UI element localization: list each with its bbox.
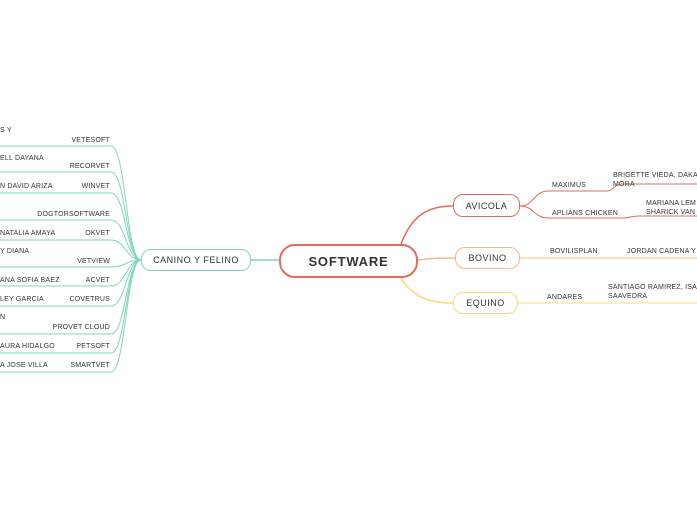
detail-bovilisplan[interactable]: JORDAN CADENA Y xyxy=(627,248,696,255)
detail-aplians-line1[interactable]: MARIANA LEM xyxy=(646,200,697,207)
author-okvet[interactable]: NATALIA AMAYA xyxy=(0,230,56,237)
author-vetesoft[interactable]: S Y xyxy=(0,127,12,134)
subtopic-covetrus[interactable]: COVETRUS xyxy=(69,296,110,303)
subtopic-andares[interactable]: ANDARES xyxy=(547,294,583,301)
topic-equino[interactable]: EQUINO xyxy=(453,292,518,314)
subtopic-winvet[interactable]: WINVET xyxy=(81,183,110,190)
root-topic[interactable]: SOFTWARE xyxy=(279,244,418,278)
author-acvet[interactable]: ANA SOFIA BAEZ xyxy=(0,277,60,284)
detail-andares-line2[interactable]: SAAVEDRA xyxy=(608,293,648,300)
detail-aplians-line2[interactable]: SHARICK VAN xyxy=(646,209,696,216)
connector-aplians xyxy=(519,205,697,219)
subtopic-okvet[interactable]: OKVET xyxy=(85,230,110,237)
topic-avicola[interactable]: AVICOLA xyxy=(453,194,520,217)
subtopic-petsoft[interactable]: PETSOFT xyxy=(76,343,110,350)
topic-canino-felino[interactable]: CANINO Y FELINO xyxy=(141,249,251,271)
author-vetview[interactable]: Y DIANA xyxy=(0,248,30,255)
topic-bovino[interactable]: BOVINO xyxy=(455,247,520,269)
connector-bovino xyxy=(417,257,456,261)
detail-andares-line1[interactable]: SANTIAGO RAMIREZ, ISA xyxy=(608,284,697,291)
connector-avicola xyxy=(400,205,454,245)
connector-maximus xyxy=(519,183,697,207)
author-smartvet[interactable]: A JOSE VILLA xyxy=(0,362,48,369)
subtopic-vetview[interactable]: VETVIEW xyxy=(77,258,110,265)
subtopic-smartvet[interactable]: SMARTVET xyxy=(70,362,110,369)
subtopic-vetesoft[interactable]: VETESOFT xyxy=(71,137,110,144)
subtopic-bovilisplan[interactable]: BOVILISPLAN xyxy=(550,248,598,255)
author-recorvet[interactable]: ELL DAYANA xyxy=(0,155,44,162)
connector-equino xyxy=(400,277,454,304)
subtopic-recorvet[interactable]: RECORVET xyxy=(69,163,110,170)
detail-maximus-line1[interactable]: BRIGETTE VIEDA, DAKA xyxy=(613,172,697,179)
subtopic-dogtorsoftware[interactable]: DOGTORSOFTWARE xyxy=(37,211,110,218)
author-petsoft[interactable]: AURA HIDALGO xyxy=(0,343,55,350)
author-provet-cloud[interactable]: N xyxy=(0,314,6,321)
author-winvet[interactable]: N DAVID ARIZA xyxy=(0,183,53,190)
subtopic-acvet[interactable]: ACVET xyxy=(85,277,110,284)
subtopic-provet-cloud[interactable]: PROVET CLOUD xyxy=(52,324,110,331)
subtopic-aplians-chicken[interactable]: APLIANS CHICKEN xyxy=(552,210,619,217)
detail-maximus-line2[interactable]: MORA xyxy=(613,181,635,188)
author-covetrus[interactable]: LEY GARCIA xyxy=(0,296,44,303)
subtopic-maximus[interactable]: MAXIMUS xyxy=(552,182,587,189)
